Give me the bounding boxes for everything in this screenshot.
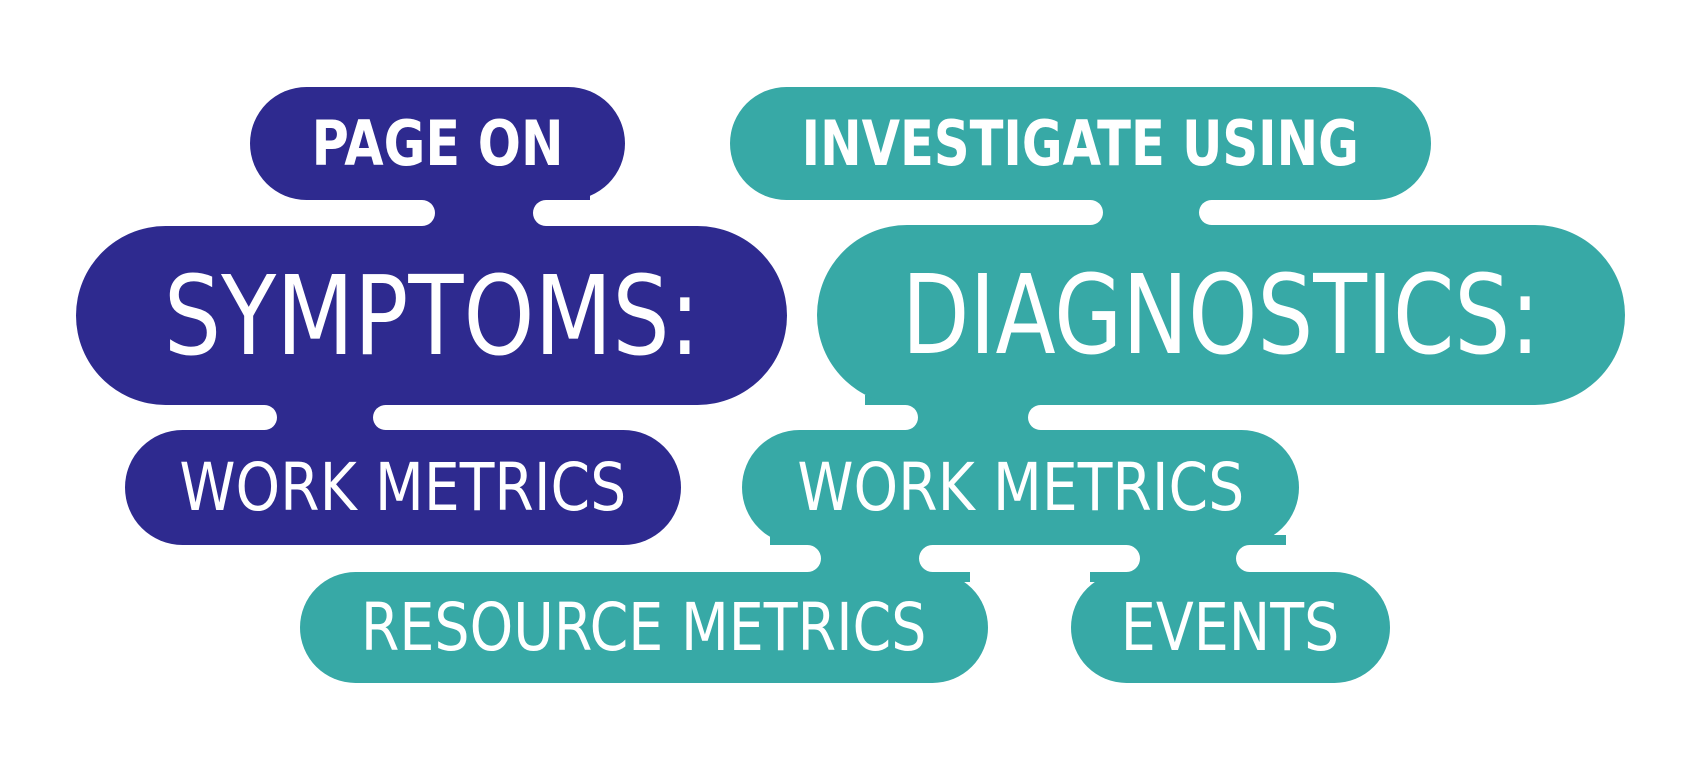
events-label: EVENTS [1121,588,1340,666]
pill-symptoms [76,226,787,405]
diagnostics-group [300,87,1625,683]
investigate-using-label: INVESTIGATE USING [801,106,1360,180]
pill-page-on [250,87,625,200]
pill-resource-metrics [300,572,988,683]
pill-investigate-using [730,87,1431,200]
symptoms-work-metrics-label: WORK METRICS [179,448,627,526]
symptoms-title: SYMPTOMS: [163,251,700,380]
pill-events [1071,572,1390,683]
page-on-label: PAGE ON [311,106,564,180]
pill-work-metrics-diagnostics [742,430,1299,545]
diagnostics-title: DIAGNOSTICS: [901,251,1541,379]
diagnostics-work-metrics-label: WORK METRICS [797,448,1244,526]
pill-work-metrics-symptoms [125,430,681,545]
pill-diagnostics [817,225,1625,405]
gap-slots [140,200,1366,572]
resource-metrics-label: RESOURCE METRICS [361,588,927,666]
symptoms-group [76,87,787,545]
